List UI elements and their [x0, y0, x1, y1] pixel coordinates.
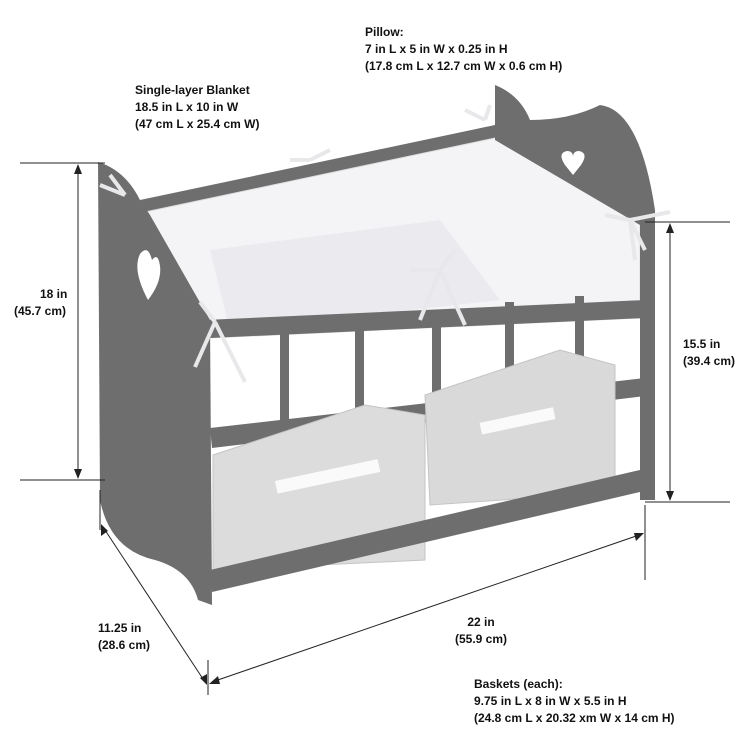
baskets-metric: (24.8 cm L x 20.32 xm W x 14 cm H) [474, 711, 675, 725]
bottom-rail [210, 470, 640, 592]
back-rail [140, 125, 495, 215]
dimension-lines [20, 162, 730, 695]
right-end-panel [495, 85, 655, 500]
pillow-title: Pillow: [365, 25, 404, 39]
depth-imperial: 11.25 in [98, 621, 142, 635]
basket-left [212, 404, 426, 571]
width-label: 22 in (55.9 cm) [455, 614, 507, 648]
overall-height-label: 18 in (45.7 cm) [14, 286, 67, 320]
bed-height-metric: (39.4 cm) [683, 354, 736, 368]
pillow-imperial: 7 in L x 5 in W x 0.25 in H [365, 42, 508, 56]
heart-cutout-left [137, 250, 161, 300]
top-front-rail [205, 300, 645, 338]
bed-height-label: 15.5 in (39.4 cm) [683, 336, 735, 370]
heart-cutout-right [561, 151, 585, 175]
blanket-title: Single-layer Blanket [135, 83, 250, 97]
blanket-dimensions: Single-layer Blanket 18.5 in L x 10 in W… [135, 82, 260, 133]
left-end-panel [98, 162, 212, 605]
width-metric: (55.9 cm) [455, 632, 508, 646]
basket-dimensions: Baskets (each): 9.75 in L x 8 in W x 5.5… [474, 676, 675, 727]
baskets-title: Baskets (each): [474, 677, 563, 691]
depth-label: 11.25 in (28.6 cm) [98, 620, 150, 654]
width-imperial: 22 in [467, 615, 495, 629]
blanket-metric: (47 cm L x 25.4 cm W) [135, 117, 260, 131]
front-spindles [280, 296, 584, 420]
overall-height-metric: (45.7 cm) [14, 304, 67, 318]
dimension-arrowheads [74, 164, 674, 685]
depth-metric: (28.6 cm) [98, 638, 151, 652]
blanket-imperial: 18.5 in L x 10 in W [135, 100, 239, 114]
baskets-imperial: 9.75 in L x 8 in W x 5.5 in H [474, 694, 627, 708]
overall-height-imperial: 18 in [40, 287, 68, 301]
basket-right [424, 349, 616, 506]
pillow-metric: (17.8 cm L x 12.7 cm W x 0.6 cm H) [365, 59, 563, 73]
ribbon-ties [99, 104, 671, 383]
pillow-dimensions: Pillow: 7 in L x 5 in W x 0.25 in H (17.… [365, 24, 562, 75]
bed-height-imperial: 15.5 in [683, 337, 721, 351]
